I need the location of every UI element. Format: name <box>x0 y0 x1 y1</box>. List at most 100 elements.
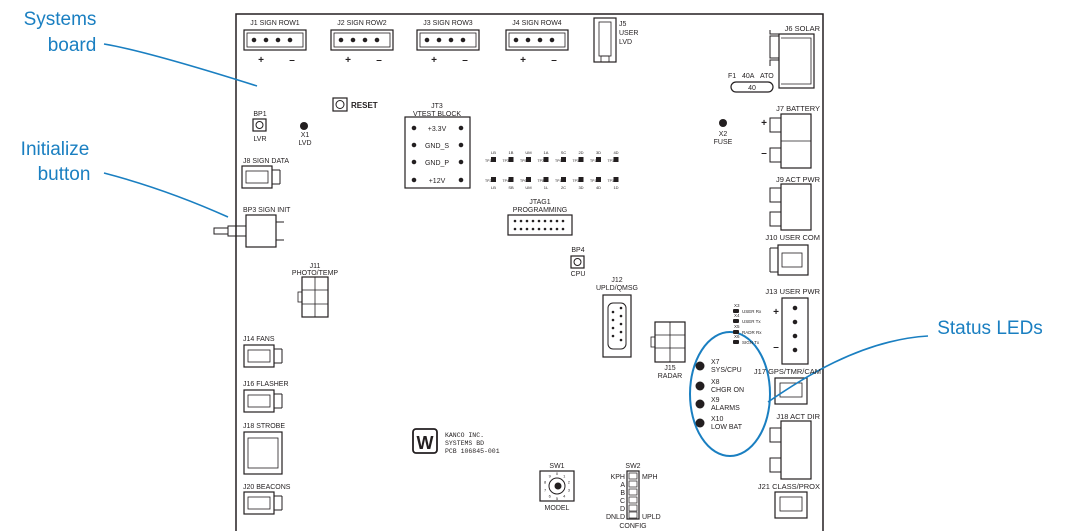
bp4-label: CPU <box>571 271 586 278</box>
connector-j20 <box>243 491 283 515</box>
sw1-digit-9: 9 <box>549 473 552 478</box>
x1-ref: X1 <box>301 132 310 139</box>
mfr-line-3: PCB 106845-001 <box>445 448 500 455</box>
led-x2 <box>719 119 727 127</box>
j15-label: RADAR <box>658 373 683 380</box>
connector-j21 <box>774 491 808 519</box>
label-j13: J13 USER PWR <box>765 287 820 296</box>
j5-ref: J5 <box>619 21 627 28</box>
sw1-label: MODEL <box>545 505 570 512</box>
status-led-dots <box>695 361 705 428</box>
tp-bottom-sig-label-4: 1L <box>544 185 549 190</box>
sw2-right-bottom: UPLD <box>642 514 661 521</box>
tp-bottom-tp-label-7: TP14 <box>590 179 598 183</box>
jtag-label: PROGRAMMING <box>513 207 567 214</box>
tp-bottom-tp-label-2: TP4 <box>503 179 509 183</box>
j11-label: PHOTO/TEMP <box>292 270 338 277</box>
callout-initialize-line1: Initialize <box>21 139 90 160</box>
connector-j18-strobe <box>243 431 283 475</box>
tp-top-pad-1 <box>491 157 496 162</box>
label-bp3: BP3 SIGN INIT <box>243 207 291 214</box>
sw2-left-4: C <box>620 498 625 505</box>
connector-j18-act <box>769 420 812 480</box>
tp-bottom-pad-2 <box>508 177 514 182</box>
tp-top-pad-8 <box>613 157 619 162</box>
label-j16: J16 FLASHER <box>243 381 289 388</box>
j11-ref: J11 <box>310 263 321 270</box>
x2-ref: X2 <box>719 131 728 138</box>
j13-plus: + <box>773 307 779 318</box>
jt3-test-block <box>404 116 471 189</box>
bp4-ref: BP4 <box>571 247 584 254</box>
sw1-digit-8: 8 <box>544 480 547 485</box>
init-button-bp3 <box>213 214 284 248</box>
led-x9-label: ALARMS <box>711 405 740 412</box>
sw1-digit-5: 5 <box>556 496 559 501</box>
tp-top-sig-label-7: 3D <box>596 150 601 155</box>
sw2-left-6: DNLD <box>606 514 625 521</box>
sw1-digit-4: 4 <box>563 494 566 499</box>
label-j18-strobe: J18 STROBE <box>243 423 285 430</box>
sw1-digit-6: 6 <box>549 494 552 499</box>
jt3-title: VTEST BLOCK <box>413 111 461 118</box>
tp-top-pad-6 <box>578 157 584 162</box>
sw1-rotary-switch <box>539 470 575 502</box>
label-j17: J17 GPS/TMR/CAM <box>754 367 821 376</box>
j4-minus: – <box>551 55 557 66</box>
j12-label: UPLD/QMSG <box>596 285 638 292</box>
led-x7 <box>695 361 705 371</box>
led-x10-ref: X10 <box>711 416 724 423</box>
callout-systems-board-line1: Systems <box>24 9 97 30</box>
connector-j15 <box>650 321 686 363</box>
j15-ref: J15 <box>664 365 675 372</box>
label-j8: J8 SIGN DATA <box>243 158 289 165</box>
tp-top-sig-label-6: 2D <box>578 150 583 155</box>
led-x10 <box>695 418 705 428</box>
board-dots <box>300 119 727 490</box>
label-j20: J20 BEACONS <box>243 484 291 491</box>
connector-j7 <box>769 113 812 169</box>
led-x10-label: LOW BAT <box>711 424 743 431</box>
reset-label: RESET <box>351 101 378 110</box>
tp-top-pad-4 <box>543 157 549 162</box>
j13-minus: – <box>773 342 779 353</box>
callout-systems-board-line2: board <box>48 35 97 56</box>
tp-bottom-pad-3 <box>526 177 531 182</box>
sw2-right-top: MPH <box>642 474 658 481</box>
tp-top-tp-label-4: TP7 <box>538 159 544 163</box>
led-x7-label: SYS/CPU <box>711 367 742 374</box>
led-x7-ref: X7 <box>711 359 720 366</box>
f1-ref: F1 <box>728 73 736 80</box>
connector-j11 <box>297 276 329 318</box>
callout-leaders <box>103 43 929 403</box>
reset-button <box>332 97 348 112</box>
jt3-row-3: GND_P <box>425 160 449 167</box>
label-j4: J4 SIGN ROW4 <box>512 20 562 27</box>
jt3-row-4: +12V <box>429 178 446 185</box>
j2-minus: – <box>376 55 382 66</box>
led-x9 <box>695 399 705 409</box>
jtag-ref: JTAG1 <box>529 199 550 206</box>
label-j3: J3 SIGN ROW3 <box>423 20 473 27</box>
tp-bottom-pad-4 <box>543 177 549 182</box>
j12-ref: J12 <box>611 277 622 284</box>
tp-bottom-pad-1 <box>491 177 496 182</box>
j3-minus: – <box>462 55 468 66</box>
jtag-header <box>507 214 573 236</box>
j3-plus: + <box>431 55 437 66</box>
j4-plus: + <box>520 55 526 66</box>
tp-top-sig-label-3: UM <box>525 150 531 155</box>
led-x3-label: USER Rx <box>742 309 762 314</box>
connector-j17 <box>774 377 808 405</box>
label-j7: J7 BATTERY <box>776 104 820 113</box>
jumper-j5 <box>593 17 617 63</box>
tp-top-tp-label-7: TP13 <box>590 159 598 163</box>
tp-top-tp-label-3: TP5 <box>520 159 526 163</box>
led-x9-ref: X9 <box>711 397 720 404</box>
tp-top-sig-label-2: 1B <box>509 150 514 155</box>
connector-j8 <box>241 165 281 189</box>
sw2-ref: SW2 <box>625 463 640 470</box>
sw2-left-1: KPH <box>611 474 625 481</box>
f1-value: 40 <box>748 85 756 92</box>
label-j9: J9 ACT PWR <box>776 175 821 184</box>
